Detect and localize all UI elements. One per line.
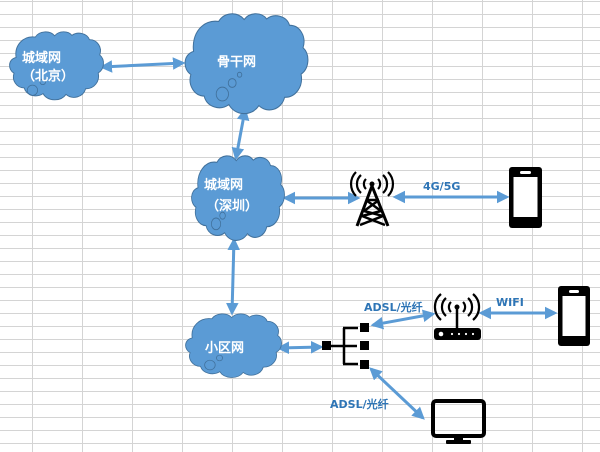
smartphone-icon-wifi[interactable] xyxy=(558,286,590,346)
label-wifi: WIFI xyxy=(496,296,524,309)
network-hub-icon[interactable] xyxy=(322,323,369,369)
connections xyxy=(99,57,558,420)
cell-tower-icon[interactable] xyxy=(349,171,395,227)
cloud-community[interactable] xyxy=(185,313,282,378)
cloud-beijing-title: 城域网 xyxy=(22,50,61,66)
label-adsl-router: ADSL/光纤 xyxy=(364,300,423,314)
cloud-metro-shenzhen[interactable] xyxy=(190,155,286,242)
label-4g-5g: 4G/5G xyxy=(423,180,460,193)
link-hub-router xyxy=(370,309,436,330)
link-backbone-shenzhen xyxy=(231,107,250,161)
cloud-beijing-subtitle: （北京） xyxy=(22,68,74,84)
label-adsl-monitor: ADSL/光纤 xyxy=(330,397,389,411)
wifi-router-icon[interactable] xyxy=(433,293,481,340)
smartphone-icon-cellular[interactable] xyxy=(509,167,542,228)
cloud-backbone[interactable] xyxy=(184,13,309,115)
link-community-hub xyxy=(276,340,324,355)
cloud-shenzhen-title: 城域网 xyxy=(204,177,243,193)
link-shenzhen-community xyxy=(225,237,241,316)
cloud-community-title: 小区网 xyxy=(205,341,244,356)
desktop-monitor-icon[interactable] xyxy=(431,399,486,444)
link-beijing-backbone xyxy=(99,57,186,73)
cloud-shenzhen-subtitle: （深圳） xyxy=(206,198,258,214)
cloud-backbone-title: 骨干网 xyxy=(217,55,256,70)
cloud-metro-beijing[interactable] xyxy=(9,31,104,101)
link-hub-monitor xyxy=(369,367,425,420)
